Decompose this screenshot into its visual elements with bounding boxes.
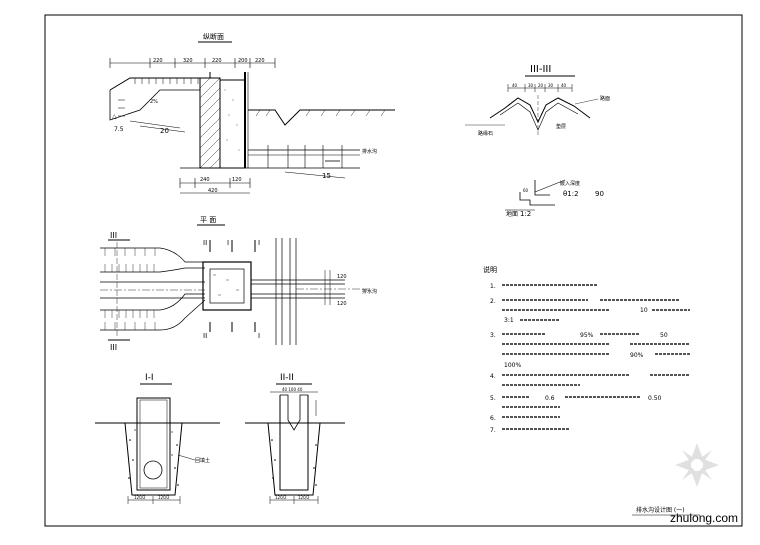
plan-view: 平 面 III III [100,216,377,352]
section-I-I: I-I 回填土 120/2 120/2 [95,373,220,504]
elev-note-right: 排水沟 [362,148,377,155]
dim-7-5: 7.5 [114,126,124,133]
elevation-title: 纵断面 [203,32,224,41]
section-III-III: III-III 40 30 20 30 40 路面 路缘石 垫层 嵌入深度 θ1… [465,64,610,218]
note-frag-10: 10 [640,307,648,314]
drawing-frame [44,14,743,527]
title-block: 排水沟设计图 (一) [636,506,685,514]
elevation-view: 纵断面 220 320 220 200 220 [109,32,395,194]
marker-II-top: II [203,239,207,247]
s3-dim-b: 30 [528,83,534,88]
note-3: 3. [490,332,496,339]
note-frag-50: 50 [660,332,668,339]
s3-slope-value: 90 [595,190,604,198]
plan-dim-a: 120 [337,274,347,280]
section-II-II: II-II 40 100 40 120/2 120/2 [245,373,345,504]
marker-II-bottom: II [203,332,207,340]
elev-label-a: 2% [150,99,158,105]
plan-title: 平 面 [200,216,216,224]
marker-I-top-left: I [227,239,229,247]
dim-bottom-3: 120 [232,177,242,183]
s3-foot-label: 地面 [506,210,518,218]
section-I-I-dim-a: 120/2 [134,495,146,500]
note-4: 4. [490,373,496,380]
s3-note-left: 路缘石 [478,130,493,137]
dim-top-4: 200 [238,58,248,64]
section-II-II-dim-top: 40 100 40 [282,387,303,392]
dim-bottom-2: 420 [208,188,218,194]
s3-note-right: 路面 [600,95,610,102]
note-frag-0-50: 0.50 [648,395,662,402]
section-I-I-title: I-I [145,373,154,383]
dim-bottom-1: 240 [200,177,210,183]
section-I-I-note: 回填土 [195,457,210,464]
s3-dim-e: 40 [561,83,567,88]
notes-title: 说明 [483,265,497,274]
notes-block: 说明 1. 2. 10 3:1 3. 95% 50 90% 100% 4. 5.… [483,265,690,434]
note-2: 2. [490,298,496,305]
marker-I-bottom: I [258,332,260,340]
note-frag-3-1: 3:1 [504,317,514,324]
section-II-II-dim-a: 120/2 [275,495,287,500]
note-1: 1. [490,283,496,290]
s3-foot-ratio: 1:2 [520,210,531,218]
marker-III-top: III [110,231,117,240]
dim-top-2: 320 [183,58,193,64]
section-II-II-title: II-II [280,373,294,383]
note-7: 7. [490,427,496,434]
dim-top-3: 220 [212,58,222,64]
plan-dim-b: 120 [337,301,347,307]
section-III-III-title: III-III [530,64,551,75]
s3-slope: θ1:2 [563,190,579,198]
s3-dim-d: 30 [548,83,554,88]
s3-detail-label: 嵌入深度 [560,180,580,187]
dim-20: 20 [160,127,169,135]
s3-note-mid: 垫层 [556,123,566,130]
s3-dim-c: 20 [538,83,544,88]
note-5: 5. [490,395,496,402]
s3-dim-a: 40 [512,83,518,88]
dim-top-5: 220 [255,58,265,64]
watermark-text: zhulong.com [670,511,738,525]
note-6: 6. [490,415,496,422]
s3-detail-dim: 60 [523,188,529,193]
marker-I-top-right: I [258,239,260,247]
note-frag-95: 95% [580,332,594,339]
section-II-II-dim-b: 120/2 [298,495,310,500]
note-frag-100: 100% [504,362,521,369]
section-I-I-dim-b: 120/2 [158,495,170,500]
elev-label-b: △ [112,113,117,120]
note-frag-0-6: 0.6 [545,395,555,402]
watermark-logo [675,443,719,487]
marker-III-bottom: III [110,343,117,352]
plan-note-right: 排水沟 [362,288,377,295]
note-frag-90: 90% [630,352,644,359]
dim-top-1: 220 [153,58,163,64]
